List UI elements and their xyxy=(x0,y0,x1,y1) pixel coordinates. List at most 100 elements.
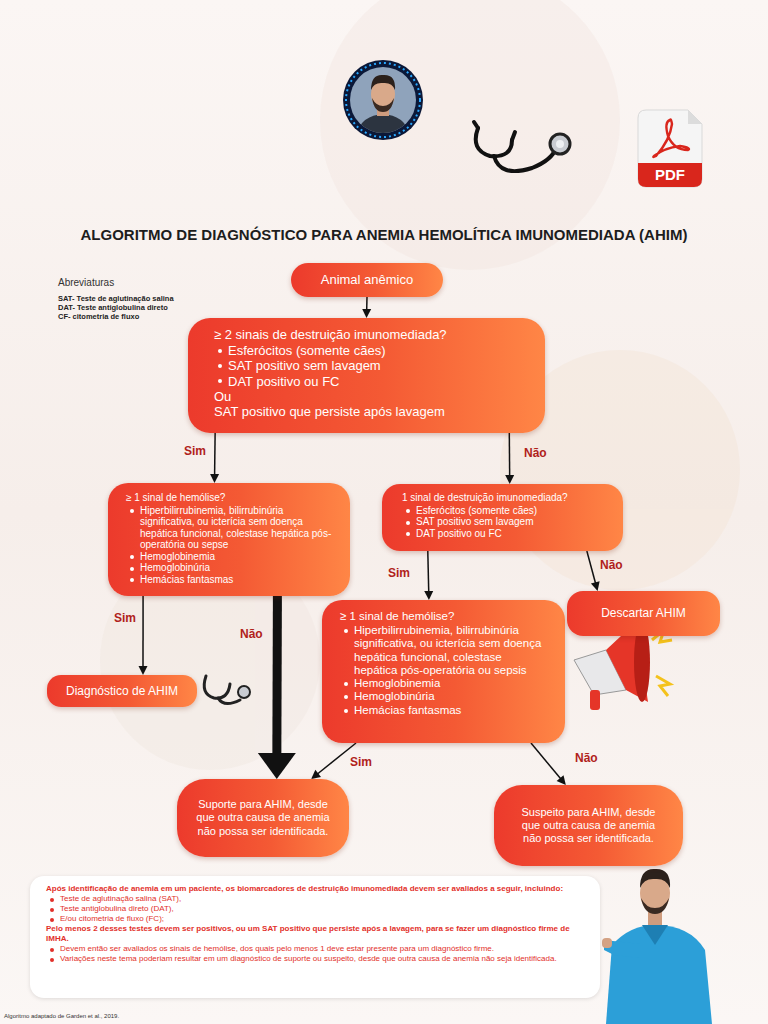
bullet-row: E/ou citometria de fluxo (FC); xyxy=(46,914,584,924)
bullet-row: Hiperbilirrubinemia, bilirrubinúria sign… xyxy=(340,624,547,677)
arrow-head xyxy=(311,770,321,779)
bullet-text: DAT positivo ou FC xyxy=(228,374,340,389)
edge-label: Não xyxy=(573,751,600,765)
bullet-text: Hiperbilirrubinemia, bilirrubinúria sign… xyxy=(354,624,541,676)
decision-box: ≥ 1 sinal de hemólise?Hiperbilirrubinemi… xyxy=(322,600,565,743)
arrow-head xyxy=(258,753,296,779)
decision-box: ≥ 1 sinal de hemólise?Hiperbilirrubinemi… xyxy=(108,483,350,596)
result-box: Suporte para AHIM, desde que outra causa… xyxy=(177,779,349,857)
bullet-dot xyxy=(344,629,348,633)
connector-arrow xyxy=(258,596,296,779)
legend-heading: Abreviaturas xyxy=(58,277,258,289)
bullet-dot xyxy=(50,918,54,922)
bullet-row: DAT positivo ou FC xyxy=(214,374,519,389)
arrow-head xyxy=(210,474,219,483)
bullet-dot xyxy=(344,682,348,686)
connector-line xyxy=(366,297,368,310)
edge-label: Sim xyxy=(348,755,374,769)
bullet-row: Esferócitos (somente cães) xyxy=(402,505,603,517)
start-box: Animal anêmico xyxy=(291,263,443,297)
bullet-row: DAT positivo ou FC xyxy=(402,528,603,540)
bullet-text: Devem então ser avaliados os sinais de h… xyxy=(60,944,494,953)
bullet-dot xyxy=(344,709,348,713)
connector-line xyxy=(214,433,216,475)
node-text: SAT positivo que persiste após lavagem xyxy=(214,404,519,419)
node-text: Ou xyxy=(214,389,519,404)
arrow-head xyxy=(557,775,566,785)
pdf-icon xyxy=(638,110,702,187)
connector-arrow xyxy=(531,743,566,785)
node-heading: ≥ 2 sinais de destruição imunomediada? xyxy=(214,327,519,342)
bullet-row: SAT positivo sem lavagem xyxy=(402,516,603,528)
bullet-text: Teste de aglutinação salina (SAT), xyxy=(60,894,181,903)
note-panel: Após identificação de anemia em um pacie… xyxy=(30,876,600,998)
node-heading: 1 sinal de destruição imunomediada? xyxy=(402,492,603,504)
bullet-text: SAT positivo sem lavagem xyxy=(228,358,381,373)
bullet-row: SAT positivo sem lavagem xyxy=(214,358,519,373)
bullet-text: Esferócitos (somente cães) xyxy=(228,343,386,358)
bullet-row: Hemácias fantasmas xyxy=(126,574,332,586)
bullet-row: Hemoglobinemia xyxy=(340,677,547,690)
node-text: Suspeito para AHIM, desde que outra caus… xyxy=(512,806,665,846)
abbreviation: SAT- Teste de aglutinação salina xyxy=(58,294,278,303)
bullet-row: Esferócitos (somente cães) xyxy=(214,343,519,358)
node-heading: ≥ 1 sinal de hemólise? xyxy=(340,610,547,623)
bullet-row: Hemoglobinúria xyxy=(340,690,547,703)
arrow-head xyxy=(591,581,600,591)
arrow-head xyxy=(139,666,148,675)
result-box: Diagnóstico de AHIM xyxy=(47,675,197,707)
bullet-dot xyxy=(406,521,410,525)
edge-label: Não xyxy=(522,446,549,460)
bullet-row: Devem então ser avaliados os sinais de h… xyxy=(46,944,584,954)
bullet-dot xyxy=(130,509,134,513)
decision-box: 1 sinal de destruição imunomediada?Esfer… xyxy=(382,484,623,551)
connector-line xyxy=(142,596,144,667)
connector-line xyxy=(427,551,429,592)
bullet-dot xyxy=(218,364,222,368)
arrow-head xyxy=(505,475,514,484)
bullet-dot xyxy=(344,695,348,699)
edge-label: Não xyxy=(238,627,265,641)
bullet-dot xyxy=(406,509,410,513)
bullet-dot xyxy=(130,555,134,559)
bullet-dot xyxy=(50,948,54,952)
edge-label: Não xyxy=(598,558,625,572)
bullet-row: Hemoglobinúria xyxy=(126,562,332,574)
source-note: Algoritmo adaptado de Garden et al., 201… xyxy=(4,1012,304,1020)
node-text: Após identificação de anemia em um pacie… xyxy=(46,884,584,894)
bullet-dot xyxy=(406,532,410,536)
bullet-row: Teste de aglutinação salina (SAT), xyxy=(46,894,584,904)
bullet-dot xyxy=(50,898,54,902)
author-avatar xyxy=(343,60,423,140)
bullet-row: Teste antiglobulina direto (DAT), xyxy=(46,904,584,914)
node-text: Animal anêmico xyxy=(321,272,414,288)
connector-arrow xyxy=(210,433,219,483)
node-text: Diagnóstico de AHIM xyxy=(66,684,178,698)
bullet-row: Hiperbilirrubinemia, bilirrubinúria sign… xyxy=(126,505,332,551)
connector-arrow xyxy=(505,433,514,484)
node-text: Pelo menos 2 desses testes devem ser pos… xyxy=(46,924,584,944)
connector-arrow xyxy=(311,743,356,779)
background-shapes xyxy=(100,0,740,770)
edge-label: Sim xyxy=(386,566,412,580)
connector-arrow xyxy=(587,551,600,591)
node-text: Suporte para AHIM, desde que outra causa… xyxy=(193,798,333,838)
bullet-dot xyxy=(218,349,222,353)
pdf-label: PDF xyxy=(638,166,702,184)
bullet-dot xyxy=(130,567,134,571)
small-stethoscope-icon xyxy=(204,676,250,704)
bullet-text: Hemoglobinemia xyxy=(354,677,440,689)
connector-line xyxy=(272,596,282,754)
node-text: Descartar AHIM xyxy=(601,606,686,620)
connector-arrow xyxy=(362,297,371,318)
bullet-dot xyxy=(218,379,222,383)
node-heading: ≥ 1 sinal de hemólise? xyxy=(126,492,332,504)
author-figure xyxy=(602,869,712,1024)
connector-arrow xyxy=(139,596,148,675)
bullet-dot xyxy=(130,578,134,582)
bullet-text: DAT positivo ou FC xyxy=(416,528,502,539)
bullet-text: Hiperbilirrubinemia, bilirrubinúria sign… xyxy=(140,505,331,551)
abbreviation: DAT- Teste antiglobulina direto xyxy=(58,303,278,312)
